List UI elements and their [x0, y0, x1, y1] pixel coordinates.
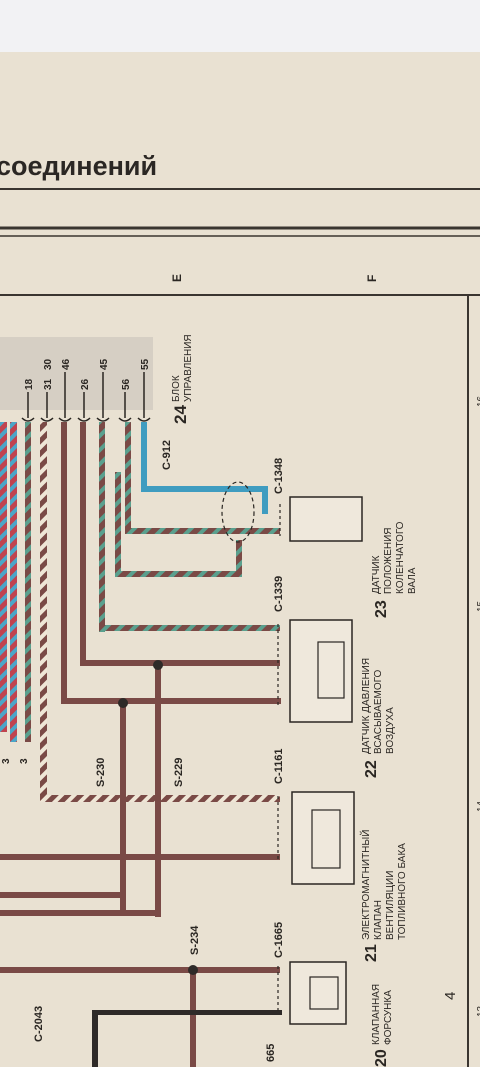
c2043-label: C-2043 [33, 1006, 45, 1042]
diagram-scan: соединений E F 18 30 31 46 26 45 56 55 2… [0, 52, 480, 1067]
evap-line1: ЭЛЕКТРОМАГНИТНЫЙ [359, 830, 372, 940]
zone-e-label: E [170, 274, 184, 282]
crank-sensor-box [289, 496, 363, 542]
evap-line3: ВЕНТИЛЯЦИИ [385, 871, 396, 940]
map-line1: ДАТЧИК ДАВЛЕНИЯ [361, 658, 372, 754]
ecu-connector-label: C-912 [161, 440, 173, 470]
splice-s234-label: S-234 [189, 925, 201, 955]
evap-line2: КЛАПАН [373, 900, 384, 940]
crank-number: 23 [373, 600, 390, 618]
pin-label: 26 [80, 378, 91, 390]
splice-s229-label: S-229 [173, 758, 185, 787]
map-sensor-box [289, 619, 353, 723]
evap-valve-box [291, 791, 355, 885]
splice-s229-dot [153, 660, 163, 670]
ecu-name-line2: УПРАВЛЕНИЯ [183, 334, 194, 402]
injector-connector-label: C-1665 [273, 922, 285, 958]
c665-label: 665 [265, 1044, 277, 1062]
wires [0, 422, 282, 1067]
splice-s234-dot [188, 965, 198, 975]
crank-line2: ПОЛОЖЕНИЯ [383, 527, 394, 594]
pin-label: 45 [99, 358, 110, 370]
pin-3a-label: 3 [1, 758, 12, 764]
map-number: 22 [363, 760, 380, 778]
ecu-name-line1: БЛОК [171, 375, 182, 402]
ecu-pins: 18 30 31 46 26 45 56 55 [24, 358, 151, 390]
grid-13-label: 13 [476, 1005, 480, 1017]
grid-4-label: 4 [442, 992, 459, 1000]
pin-label: 46 [61, 358, 72, 370]
map-sensor-inner [317, 641, 345, 699]
splice-s230-label: S-230 [95, 758, 107, 787]
evap-valve-inner [311, 809, 341, 869]
pin-label: 56 [121, 378, 132, 390]
pin-label: 18 [24, 378, 35, 390]
crank-line4: ВАЛА [407, 567, 418, 594]
injector-number: 20 [373, 1049, 390, 1067]
zone-f-label: F [365, 275, 379, 282]
evap-number: 21 [363, 944, 380, 962]
pin-label: 30 [43, 358, 54, 370]
map-line3: ВОЗДУХА [385, 707, 396, 754]
crank-connector-label: C-1348 [273, 458, 285, 494]
crank-line1: ДАТЧИК [371, 555, 382, 594]
pin-3b-label: 3 [19, 758, 30, 764]
splice-s230-dot [118, 698, 128, 708]
grid-15-label: 15 [476, 600, 480, 612]
map-connector-label: C-1339 [273, 576, 285, 612]
injector-line2: ФОРСУНКА [383, 990, 394, 1045]
viewer-top-bar [0, 0, 480, 52]
evap-connector-label: C-1161 [273, 749, 285, 784]
ecu-connector-shapes [21, 417, 151, 422]
ecu-number: 24 [171, 405, 190, 424]
ecu-block [0, 337, 153, 410]
crank-line3: КОЛЕНЧАТОГО [395, 521, 406, 594]
wiring-diagram: соединений E F 18 30 31 46 26 45 56 55 2… [0, 151, 480, 1067]
injector-line1: КЛАПАННАЯ [371, 984, 382, 1045]
grid-16-label: 16 [476, 395, 480, 407]
pin-stubs [27, 372, 145, 418]
grid-14-label: 14 [476, 800, 480, 812]
pin-label: 55 [140, 358, 151, 370]
injector-inner [309, 976, 339, 1010]
header-title: соединений [0, 151, 157, 181]
connector-dashes [277, 504, 281, 1014]
injector-box [289, 961, 347, 1025]
evap-line4: ТОПЛИВНОГО БАКА [397, 843, 408, 940]
map-line2: ВСАСЫВАЕМОГО [373, 669, 384, 754]
pin-label: 31 [43, 378, 54, 390]
shield-ellipse [221, 481, 255, 543]
